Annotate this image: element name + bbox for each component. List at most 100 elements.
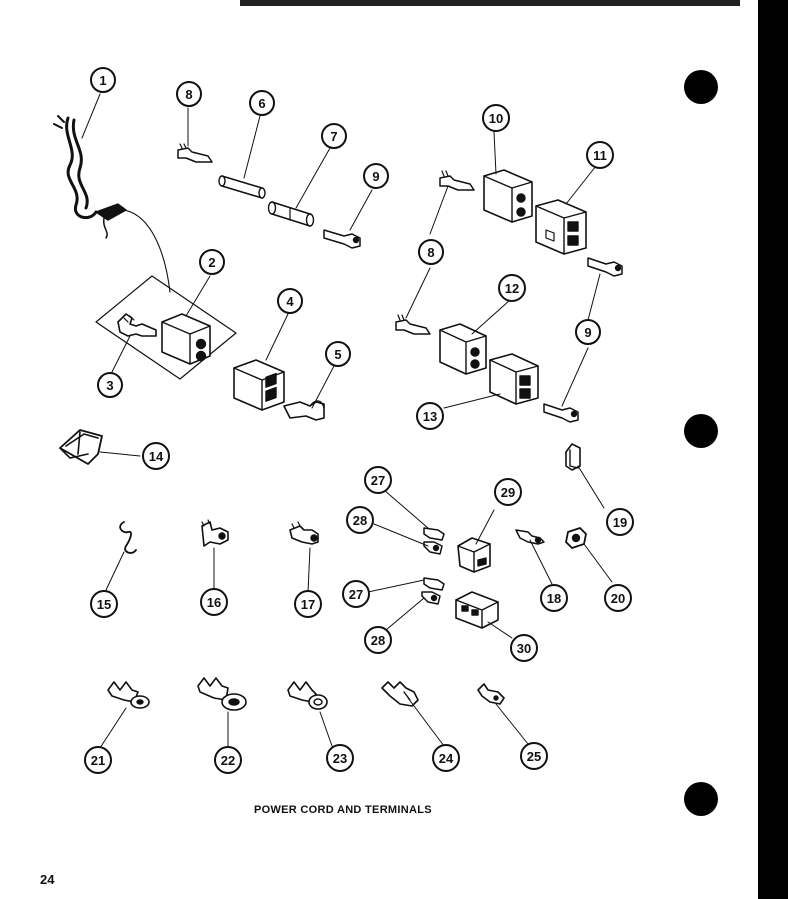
callout-15: 15 [90,590,118,618]
callout-13: 13 [416,402,444,430]
terminal-part-17 [289,521,319,545]
svg-text:17: 17 [301,597,315,612]
svg-text:10: 10 [489,111,503,126]
callout-28-upper: 28 [346,506,374,534]
connector-housing-part-4 [233,359,285,411]
svg-text:14: 14 [149,449,164,464]
splice-sleeve-part-6 [218,175,266,199]
terminal-part-24 [381,681,419,707]
callout-8-right: 8 [418,239,444,265]
callout-labels: 1 8 6 7 9 10 11 8 2 12 4 9 5 3 13 14 27 … [84,67,634,774]
callout-8-top: 8 [176,81,202,107]
svg-text:3: 3 [106,378,113,393]
svg-text:19: 19 [613,515,627,530]
svg-text:16: 16 [207,595,221,610]
callout-20: 20 [604,584,632,612]
svg-text:2: 2 [208,255,215,270]
terminal-part-8-right-upper [439,170,475,191]
connector-housing-part-10 [483,169,533,223]
callout-30: 30 [510,634,538,662]
callout-18: 18 [540,584,568,612]
connector-housing-part-13 [489,353,539,405]
diagram-caption: POWER CORD AND TERMINALS [254,804,432,816]
callout-21: 21 [84,746,112,774]
callout-1: 1 [90,67,116,93]
binding-edge [758,0,788,899]
terminal-part-5 [283,400,325,421]
callout-19: 19 [606,508,634,536]
svg-text:24: 24 [439,751,454,766]
callout-29: 29 [494,478,522,506]
svg-text:8: 8 [185,87,192,102]
leader-lines [81,93,613,749]
svg-text:27: 27 [371,473,385,488]
svg-text:6: 6 [258,96,265,111]
svg-text:28: 28 [353,513,367,528]
callout-7: 7 [321,123,347,149]
svg-text:4: 4 [286,294,294,309]
terminal-part-27-lower [423,577,445,591]
callout-14: 14 [142,442,170,470]
nut-part-20 [565,527,587,549]
svg-text:8: 8 [427,245,434,260]
power-cord-part [53,115,171,293]
clip-part-14 [59,429,103,465]
svg-text:25: 25 [527,749,541,764]
callout-17: 17 [294,590,322,618]
svg-text:9: 9 [372,169,379,184]
callout-27-lower: 27 [342,580,370,608]
callout-27-upper: 27 [364,466,392,494]
callout-16: 16 [200,588,228,616]
connector-kit-box [95,275,237,380]
terminal-part-3 [117,313,157,337]
svg-text:11: 11 [593,148,607,163]
svg-text:15: 15 [97,597,111,612]
callout-24: 24 [432,744,460,772]
callout-10: 10 [482,104,510,132]
svg-text:5: 5 [334,347,341,362]
svg-text:23: 23 [333,751,347,766]
svg-text:9: 9 [584,325,591,340]
scan-edge-top [240,0,740,6]
housing-part-29 [457,537,491,573]
callout-12: 12 [498,274,526,302]
terminal-part-28-lower [421,591,441,605]
terminal-part-9-right-lower [543,403,579,423]
hook-part-15 [119,521,137,554]
svg-text:13: 13 [423,409,437,424]
callout-11: 11 [586,141,614,169]
terminal-part-27-upper [423,527,445,541]
callout-2: 2 [199,249,225,275]
callout-9-top: 9 [363,163,389,189]
terminal-part-18 [515,529,545,545]
callout-28-lower: 28 [364,626,392,654]
terminal-part-28-upper [423,541,443,555]
callout-23: 23 [326,744,354,772]
terminal-part-9-top [323,229,361,249]
svg-text:22: 22 [221,753,235,768]
terminal-part-8-right-lower [395,314,431,335]
svg-text:28: 28 [371,633,385,648]
callout-22: 22 [214,746,242,774]
svg-text:18: 18 [547,591,561,606]
splice-sleeve-part-7 [267,201,315,227]
housing-part-30 [455,591,499,629]
binder-hole-bottom [684,782,718,816]
clip-part-19 [565,443,581,471]
connector-housing-part-11 [535,199,587,255]
connector-housing-part-2 [161,313,211,365]
callout-9-right: 9 [575,319,601,345]
callout-3: 3 [97,372,123,398]
page-number: 24 [40,872,55,887]
terminal-part-25 [477,683,505,705]
svg-text:30: 30 [517,641,531,656]
svg-text:27: 27 [349,587,363,602]
terminal-part-9-right-upper [587,257,623,277]
ring-terminal-part-23 [287,681,328,710]
terminal-part-8-top [177,143,213,163]
binder-hole-top [684,70,718,104]
terminal-part-16 [201,519,229,547]
svg-text:12: 12 [505,281,519,296]
callout-25: 25 [520,742,548,770]
